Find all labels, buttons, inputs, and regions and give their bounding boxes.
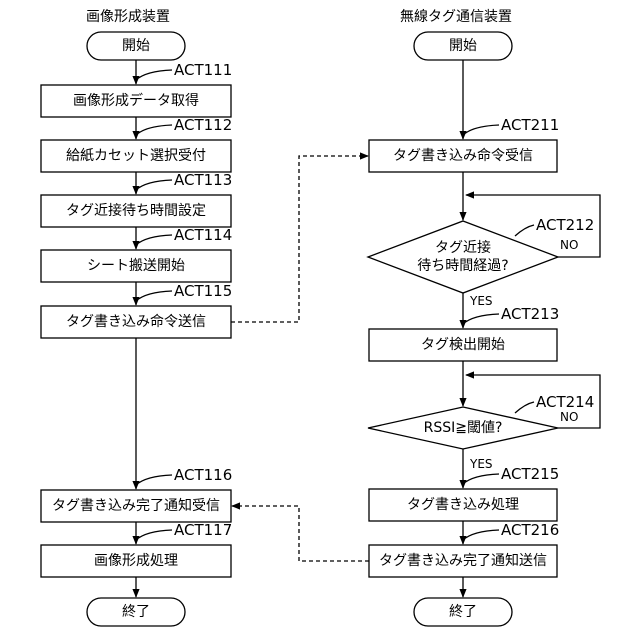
act112-id: ACT112 [174, 117, 232, 133]
left-end-label: 終了 [87, 598, 185, 626]
act213-id: ACT213 [501, 306, 559, 322]
act214-no-label: NO [560, 410, 578, 424]
act212-label-line1: タグ近接 [383, 240, 543, 256]
right-end-label: 終了 [414, 598, 512, 626]
act213-label: タグ検出開始 [369, 329, 557, 361]
act216-id: ACT216 [501, 522, 559, 538]
left-start-label: 開始 [87, 32, 185, 60]
act111-label: 画像形成データ取得 [41, 85, 231, 117]
act113-id: ACT113 [174, 172, 232, 188]
act115-label: タグ書き込み命令送信 [41, 306, 231, 338]
left-title: 画像形成装置 [86, 9, 170, 25]
act111-id: ACT111 [174, 62, 232, 78]
act212-diamond [368, 221, 558, 293]
act211-id: ACT211 [501, 117, 559, 133]
act215-id: ACT215 [501, 466, 559, 482]
act214-id: ACT214 [536, 394, 594, 410]
act115-id: ACT115 [174, 283, 232, 299]
act212-no-label: NO [560, 238, 578, 252]
act211-label: タグ書き込み命令受信 [369, 140, 557, 172]
act214-label: RSSI≧閾値? [383, 420, 543, 436]
act215-label: タグ書き込み処理 [369, 489, 557, 521]
act116-label: タグ書き込み完了通知受信 [41, 490, 231, 522]
act117-label: 画像形成処理 [41, 545, 231, 577]
right-title: 無線タグ通信装置 [400, 9, 512, 25]
act214-yes-label: YES [470, 457, 493, 471]
act114-label: シート搬送開始 [41, 250, 231, 282]
act117-id: ACT117 [174, 522, 232, 538]
act116-id: ACT116 [174, 467, 232, 483]
act114-id: ACT114 [174, 227, 232, 243]
act212-yes-label: YES [470, 294, 493, 308]
act113-label: タグ近接待ち時間設定 [41, 195, 231, 227]
act212-label-line2: 待ち時間経過? [383, 258, 543, 274]
act112-label: 給紙カセット選択受付 [41, 140, 231, 172]
act216-label: タグ書き込み完了通知送信 [369, 545, 557, 577]
act212-id: ACT212 [536, 217, 594, 233]
right-start-label: 開始 [414, 32, 512, 60]
